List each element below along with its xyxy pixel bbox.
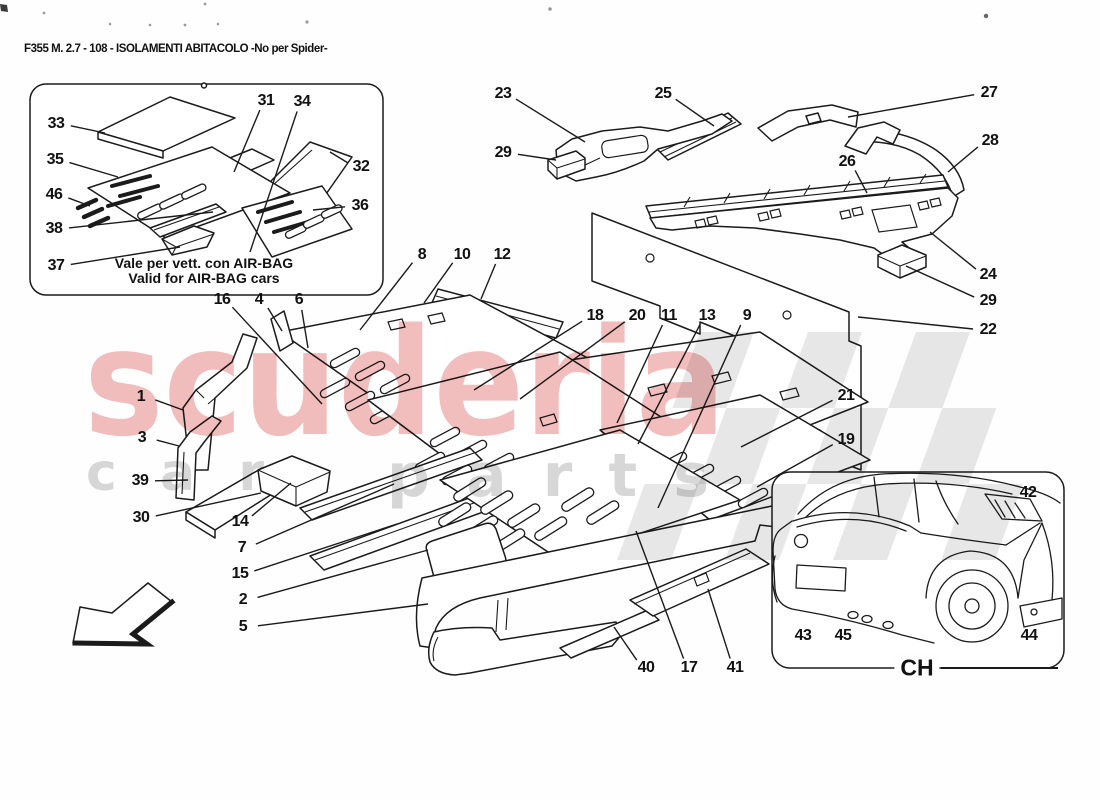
leader-16 xyxy=(231,306,323,405)
leader-15 xyxy=(254,523,398,572)
callout-10: 10 xyxy=(453,246,471,263)
callout-30: 30 xyxy=(132,509,150,526)
callout-34: 34 xyxy=(293,93,311,110)
callout-45: 45 xyxy=(834,627,852,644)
callout-18: 18 xyxy=(586,307,604,324)
page-title: F355 M. 2.7 - 108 - ISOLAMENTI ABITACOLO… xyxy=(24,43,328,55)
leader-8 xyxy=(359,262,413,331)
chassis-inset-label: CH xyxy=(894,654,940,682)
callout-4: 4 xyxy=(254,291,264,308)
leader-27 xyxy=(847,93,975,118)
leader-30 xyxy=(155,492,262,517)
callout-1: 1 xyxy=(136,388,146,405)
callout-26: 26 xyxy=(838,153,856,170)
leader-20 xyxy=(519,321,626,400)
leader-4 xyxy=(267,307,283,332)
callout-29: 29 xyxy=(494,144,512,161)
leader-36 xyxy=(312,206,346,211)
callout-46: 46 xyxy=(45,186,63,203)
callout-17: 17 xyxy=(680,659,698,676)
leader-39 xyxy=(154,479,189,482)
leader-29 xyxy=(517,153,557,161)
callout-32: 32 xyxy=(352,158,370,175)
leader-33 xyxy=(70,125,106,134)
callout-24: 24 xyxy=(979,266,997,283)
callout-39: 39 xyxy=(131,472,149,489)
left-wall-panels-art xyxy=(175,333,331,539)
direction-arrow xyxy=(72,582,176,647)
callout-28: 28 xyxy=(981,132,999,149)
callout-21: 21 xyxy=(837,387,855,404)
callout-9: 9 xyxy=(742,307,752,324)
leader-46 xyxy=(68,197,91,207)
callout-35: 35 xyxy=(46,151,64,168)
airbag-panels-art xyxy=(75,96,353,258)
callout-31: 31 xyxy=(257,92,275,109)
leader-25 xyxy=(675,98,715,127)
callout-42: 42 xyxy=(1019,484,1037,501)
callout-3: 3 xyxy=(137,429,147,446)
callout-37: 37 xyxy=(47,257,65,274)
leader-38 xyxy=(68,211,214,229)
leader-35 xyxy=(69,161,119,178)
airbag-note-english: Valid for AIR-BAG cars xyxy=(128,269,280,286)
airbag-note-italian: Vale per vett. con AIR-BAG xyxy=(114,255,294,271)
callout-25: 25 xyxy=(654,85,672,102)
callout-11: 11 xyxy=(661,307,677,324)
print-specks xyxy=(0,2,989,27)
leader-14 xyxy=(251,482,292,517)
callout-13: 13 xyxy=(698,307,716,324)
leader-18 xyxy=(473,320,583,391)
leader-12 xyxy=(480,263,497,300)
leader-lines xyxy=(68,93,1030,661)
callout-22: 22 xyxy=(979,321,997,338)
callout-8: 8 xyxy=(417,246,427,263)
leader-23 xyxy=(515,98,586,143)
callout-16: 16 xyxy=(213,291,231,308)
leader-40 xyxy=(613,626,638,661)
leader-10 xyxy=(423,262,454,304)
leader-26 xyxy=(854,170,868,194)
leader-22 xyxy=(857,316,974,330)
callout-38: 38 xyxy=(45,220,63,237)
leader-32 xyxy=(329,151,348,164)
leader-24 xyxy=(929,231,977,270)
leader-41 xyxy=(707,588,731,659)
airbag-note: Vale per vett. con AIR-BAG Valid for AIR… xyxy=(60,256,348,285)
leader-7 xyxy=(255,483,395,545)
callout-27: 27 xyxy=(980,84,998,101)
leader-6 xyxy=(301,309,309,349)
callout-36: 36 xyxy=(351,197,369,214)
leader-5 xyxy=(257,603,429,627)
callout-44: 44 xyxy=(1020,627,1038,644)
callout-5: 5 xyxy=(238,618,248,635)
callout-20: 20 xyxy=(628,307,646,324)
callout-2: 2 xyxy=(238,591,248,608)
callout-40: 40 xyxy=(637,659,655,676)
leader-28 xyxy=(947,146,979,173)
leader-34 xyxy=(249,111,298,253)
callout-15: 15 xyxy=(231,565,249,582)
leader-29 xyxy=(905,265,975,298)
leader-31 xyxy=(233,109,261,173)
leader-3 xyxy=(156,439,180,447)
callout-29: 29 xyxy=(979,292,997,309)
callout-33: 33 xyxy=(47,115,65,132)
callout-19: 19 xyxy=(837,431,855,448)
leader-1 xyxy=(155,399,184,411)
callout-43: 43 xyxy=(794,627,812,644)
callout-6: 6 xyxy=(294,291,304,308)
leader-11 xyxy=(616,324,664,424)
callout-23: 23 xyxy=(494,85,512,102)
airbag-box-art xyxy=(29,82,384,296)
rear-shelf-assembly-art xyxy=(547,104,965,279)
callout-12: 12 xyxy=(493,246,511,263)
callout-41: 41 xyxy=(726,659,744,676)
leader-2 xyxy=(257,549,429,599)
callout-14: 14 xyxy=(231,513,249,530)
callout-7: 7 xyxy=(237,539,247,556)
leader-37 xyxy=(70,246,181,266)
